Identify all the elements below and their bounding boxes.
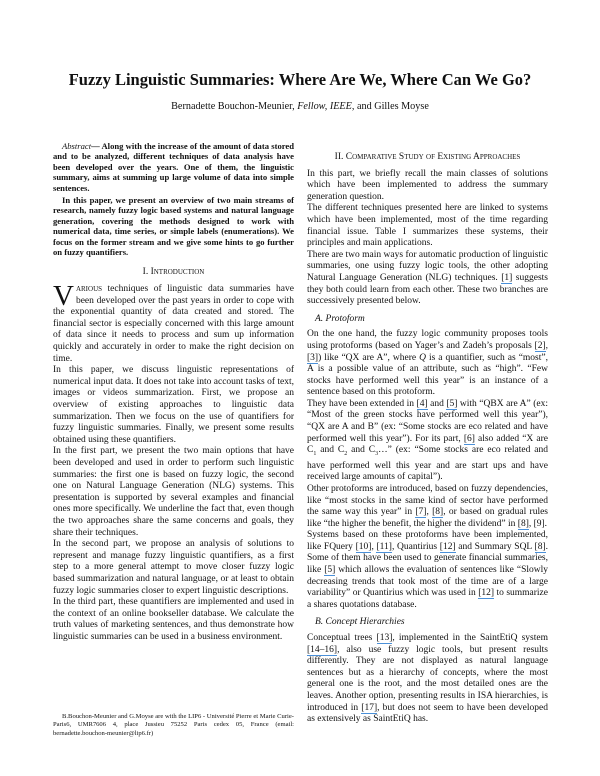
authors: Bernadette Bouchon-Meunier, Fellow, IEEE… [0,101,600,112]
text-segment: 3 [375,451,379,458]
text-segment: , but does not seem to have been develop… [307,702,549,725]
text-segment: 2 [344,451,348,458]
abstract-label: Abstract [62,141,92,151]
subsection-b-heading: B. Concept Hierarchies [315,617,405,628]
abstract-p1: — Along with the increase of the amount … [53,141,294,193]
subsection-b-body: Conceptual trees [13], implemented in th… [307,633,548,726]
text-segment: On the one hand, the fuzzy logic communi… [307,329,548,351]
text-segment: …” (ex: “Some stocks are eco related and… [307,445,548,483]
text-segment: Other protoforms are introduced, based o… [307,483,548,518]
text-segment: , [545,340,548,351]
intro-p3: In the first part, we present the two ma… [53,446,294,538]
text-segment: with “QBX are A” (ex: “Most of the green… [307,398,548,444]
paragraph: Conceptual trees [13], implemented in th… [307,633,548,726]
paragraph: In this part, we briefly recall the main… [307,169,548,204]
text-segment: suggests they both could learn from each… [307,272,548,307]
author-1: Bernadette Bouchon-Meunier, [171,101,298,112]
citation-link[interactable]: [3] [307,352,319,364]
text-segment: and C [347,445,376,456]
text-segment: . Some of them have been used to generat… [307,541,548,576]
intro-p4: In the second part, we propose an analys… [53,539,294,596]
paragraph: On the one hand, the fuzzy logic communi… [307,329,548,399]
text-segment: Conceptual trees [307,633,377,644]
subsection-a-body: On the one hand, the fuzzy logic communi… [307,329,548,611]
text-segment: and C [316,445,345,456]
author-1-title: Fellow, IEEE, [297,101,355,112]
paragraph: Systems based on these protoforms have b… [307,530,548,611]
text-segment: Q [419,352,426,363]
text-segment: and Summary SQL [455,541,535,552]
citation-link[interactable]: [8] [432,507,444,519]
paragraph: Other protoforms are introduced, based o… [307,484,548,530]
citation-link[interactable]: [10] [355,541,372,553]
paragraph: There are two main ways for automatic pr… [307,250,548,308]
citation-link[interactable]: [5] [324,565,336,577]
text-segment: In this part, we briefly recall the main… [307,168,548,202]
text-segment: , implemented in the SaintEtiQ system [392,633,549,644]
text-segment: 1 [313,451,317,458]
text-segment: , Quantirius [391,541,440,552]
paragraph: The different techniques presented here … [307,203,548,249]
citation-link[interactable]: [12] [439,541,456,553]
text-segment: , also use fuzzy logic tools, but presen… [307,644,548,713]
footnote: B.Bouchon-Meunier and G.Moyse are with t… [53,713,294,737]
text-segment: and [427,398,447,409]
citation-link[interactable]: [8] [517,518,529,530]
section2-body: In this part, we briefly recall the main… [307,169,548,308]
text-segment: , [426,507,433,518]
citation-link[interactable]: [8] [534,541,546,553]
text-segment: to summarize a shares quotations databas… [307,588,548,610]
intro-heading: I. Introduction [142,267,205,278]
intro-p2: In this paper, we discuss linguistic rep… [53,365,294,445]
citation-link[interactable]: [6] [463,433,475,445]
intro-p1: techniques of linguistic data summaries … [53,284,294,364]
citation-link[interactable]: [5] [446,398,458,410]
subsection-a-heading: A. Protoform [315,313,365,324]
text-segment: ) like “QX are A”, where [318,352,420,363]
text-segment: which allows the evaluation of sentences… [307,565,548,599]
citation-link[interactable]: [14–16] [307,644,338,656]
text-segment: They have been extended in [307,398,417,409]
abstract: Abstract— Along with the increase of the… [53,141,294,257]
right-column: II. Comparative Study of Existing Approa… [307,152,548,726]
paragraph: They have been extended in [4] and [5] w… [307,398,548,484]
citation-link[interactable]: [7] [415,507,427,519]
first-word: arious [75,284,103,295]
citation-link[interactable]: [2] [534,340,546,352]
text-segment: There are two main ways for automatic pr… [307,249,548,283]
text-segment: , [9]. [528,518,548,529]
dropcap: V [53,280,74,313]
text-segment: , [371,541,377,552]
text-segment: is a quantifier, such as “most”, A is a … [307,352,548,398]
citation-link[interactable]: [12] [478,588,495,600]
author-2: and Gilles Moyse [354,101,429,112]
left-column: Abstract— Along with the increase of the… [53,141,294,643]
paper-title: Fuzzy Linguistic Summaries: Where Are We… [68,70,532,89]
citation-link[interactable]: [13] [376,633,393,645]
abstract-p2: In this paper, we present an overview of… [53,195,294,258]
citation-link[interactable]: [4] [416,398,428,410]
intro-p5: In the third part, these quantifiers are… [53,597,294,642]
text-segment: , or based on gradual rules like “the hi… [307,507,548,529]
text-segment: also added “X are C [307,433,548,456]
citation-link[interactable]: [17] [361,702,378,714]
citation-link[interactable]: [11] [376,541,392,553]
citation-link[interactable]: [1] [501,272,513,284]
section2-heading: II. Comparative Study of Existing Approa… [334,152,521,162]
text-segment: The different techniques presented here … [307,203,548,249]
text-segment: Systems based on these protoforms have b… [307,530,548,552]
